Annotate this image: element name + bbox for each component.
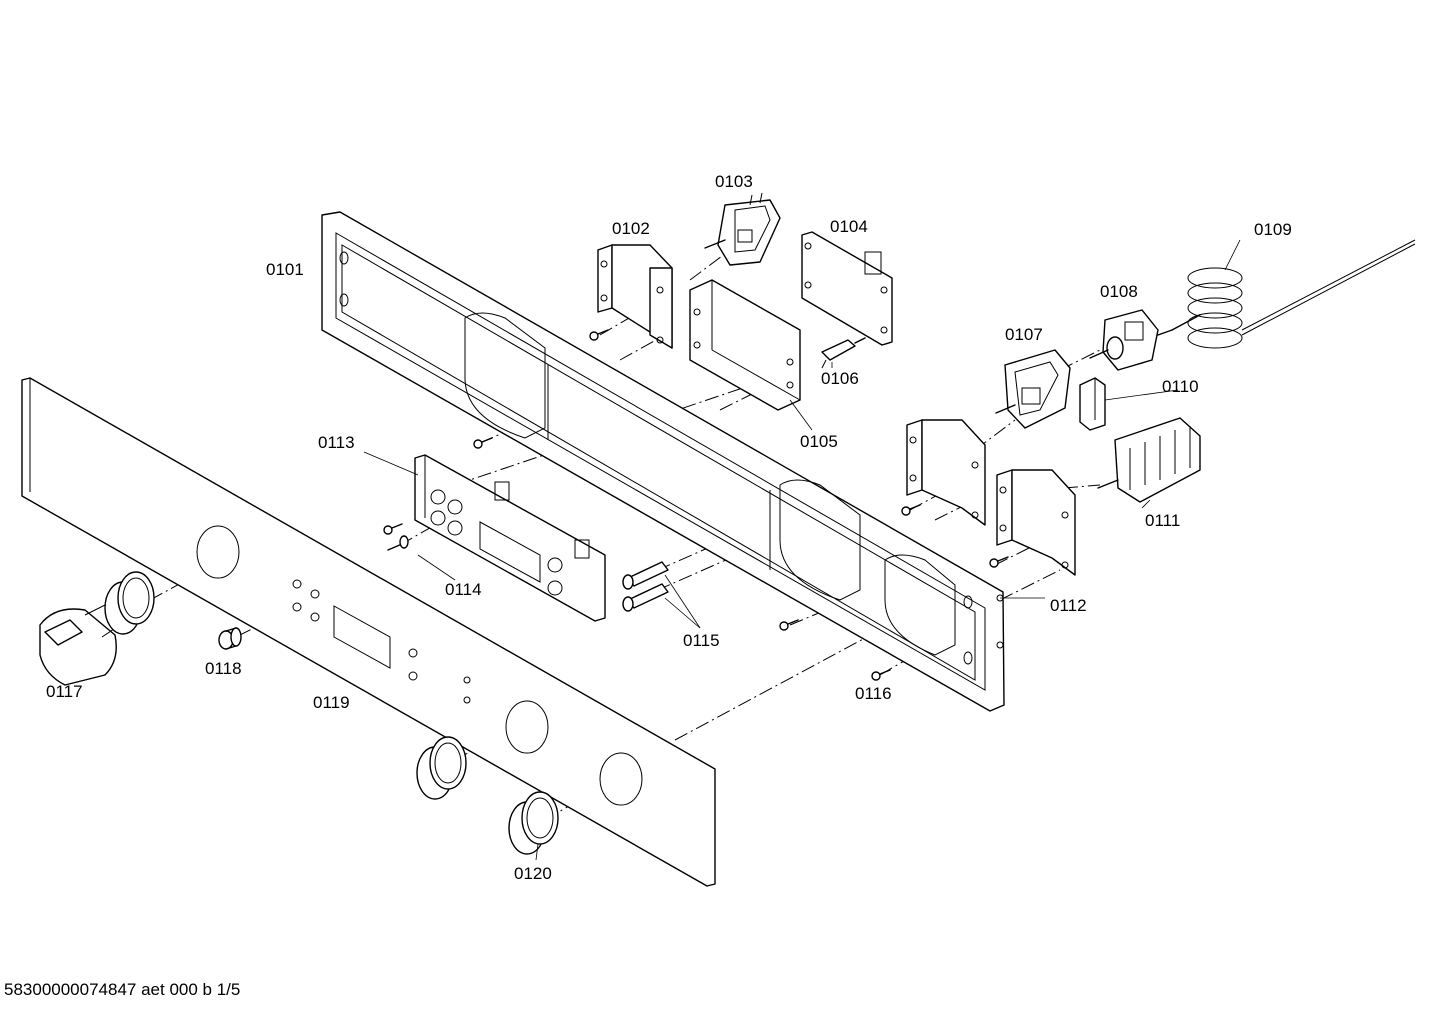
lamp-pins-0115 (622, 561, 669, 612)
clip-0110 (1079, 377, 1106, 431)
bracket-0105 (689, 279, 801, 411)
selector-switch-0107 (995, 349, 1071, 429)
screw-icon (989, 556, 1009, 568)
label-0120: 0120 (514, 864, 552, 883)
display-module (414, 454, 606, 622)
knob-rings (104, 571, 559, 855)
part-labels: 0101 0102 0103 0104 0105 0106 0107 0108 … (46, 172, 1292, 883)
pin-0114 (387, 535, 409, 551)
label-0119: 0119 (313, 693, 350, 712)
label-0111: 0111 (1145, 511, 1180, 530)
label-0117: 0117 (46, 682, 83, 701)
rear-panel-frame (321, 211, 1005, 712)
label-0116: 0116 (855, 684, 892, 703)
label-0109: 0109 (1254, 220, 1292, 239)
label-0102: 0102 (612, 219, 650, 238)
bracket-0102 (597, 244, 673, 349)
label-0107: 0107 (1005, 325, 1043, 344)
bracket-0112-upper (906, 419, 986, 526)
screw-icon (383, 523, 403, 535)
leader-lines (363, 239, 1241, 861)
knob-0117 (39, 604, 121, 686)
thermostat-0108 (1089, 309, 1173, 371)
screw-icon (871, 669, 891, 681)
label-0110: 0110 (1162, 377, 1199, 396)
screws (383, 329, 1009, 681)
label-0108: 0108 (1100, 282, 1138, 301)
screw-icon (473, 437, 493, 449)
label-0106: 0106 (821, 369, 859, 388)
bracket-0112-lower (996, 469, 1076, 576)
switch-0103 (704, 192, 781, 266)
label-0101: 0101 (266, 260, 304, 279)
label-0115: 0115 (683, 631, 720, 650)
lamp-holder-0106 (821, 337, 866, 369)
circuit-board-0104 (801, 231, 893, 346)
screw-icon (779, 619, 799, 631)
label-0104: 0104 (830, 217, 868, 236)
label-0103: 0103 (715, 172, 753, 191)
label-0118: 0118 (205, 659, 242, 678)
label-0114: 0114 (445, 580, 482, 599)
capillary-sensor-0109 (1171, 239, 1416, 349)
label-0113: 0113 (318, 433, 355, 452)
screw-icon (901, 504, 921, 516)
front-fascia-panel (21, 377, 716, 887)
knob-ring (508, 791, 559, 855)
button-0118 (218, 627, 242, 650)
document-footer-code: 58300000074847 aet 000 b 1/5 (4, 980, 241, 999)
knob-ring (104, 571, 155, 635)
screw-icon (589, 329, 609, 341)
label-0105: 0105 (800, 432, 838, 451)
knob-ring (416, 736, 467, 800)
terminal-switch-0111 (1097, 417, 1201, 503)
label-0112: 0112 (1050, 596, 1087, 615)
